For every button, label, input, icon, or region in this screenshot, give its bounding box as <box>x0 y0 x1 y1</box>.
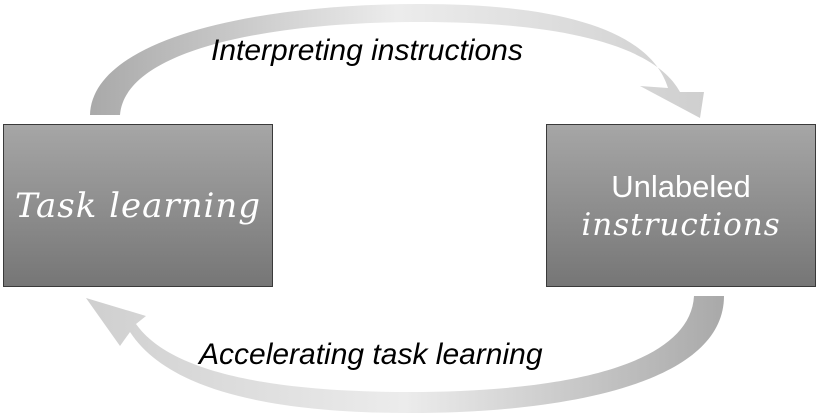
task-learning-box: Task learning <box>3 124 273 287</box>
bottom-curved-arrow <box>86 296 724 413</box>
unlabeled-label-line1: Unlabeled <box>611 168 751 204</box>
top-curved-arrow <box>90 4 704 118</box>
accelerating-task-learning-label: Accelerating task learning <box>199 338 543 371</box>
interpreting-instructions-label: Interpreting instructions <box>211 34 523 67</box>
task-learning-label: Task learning <box>14 185 262 226</box>
instructions-label-line2: instructions <box>581 206 781 243</box>
unlabeled-instructions-box: Unlabeled instructions <box>546 124 816 287</box>
